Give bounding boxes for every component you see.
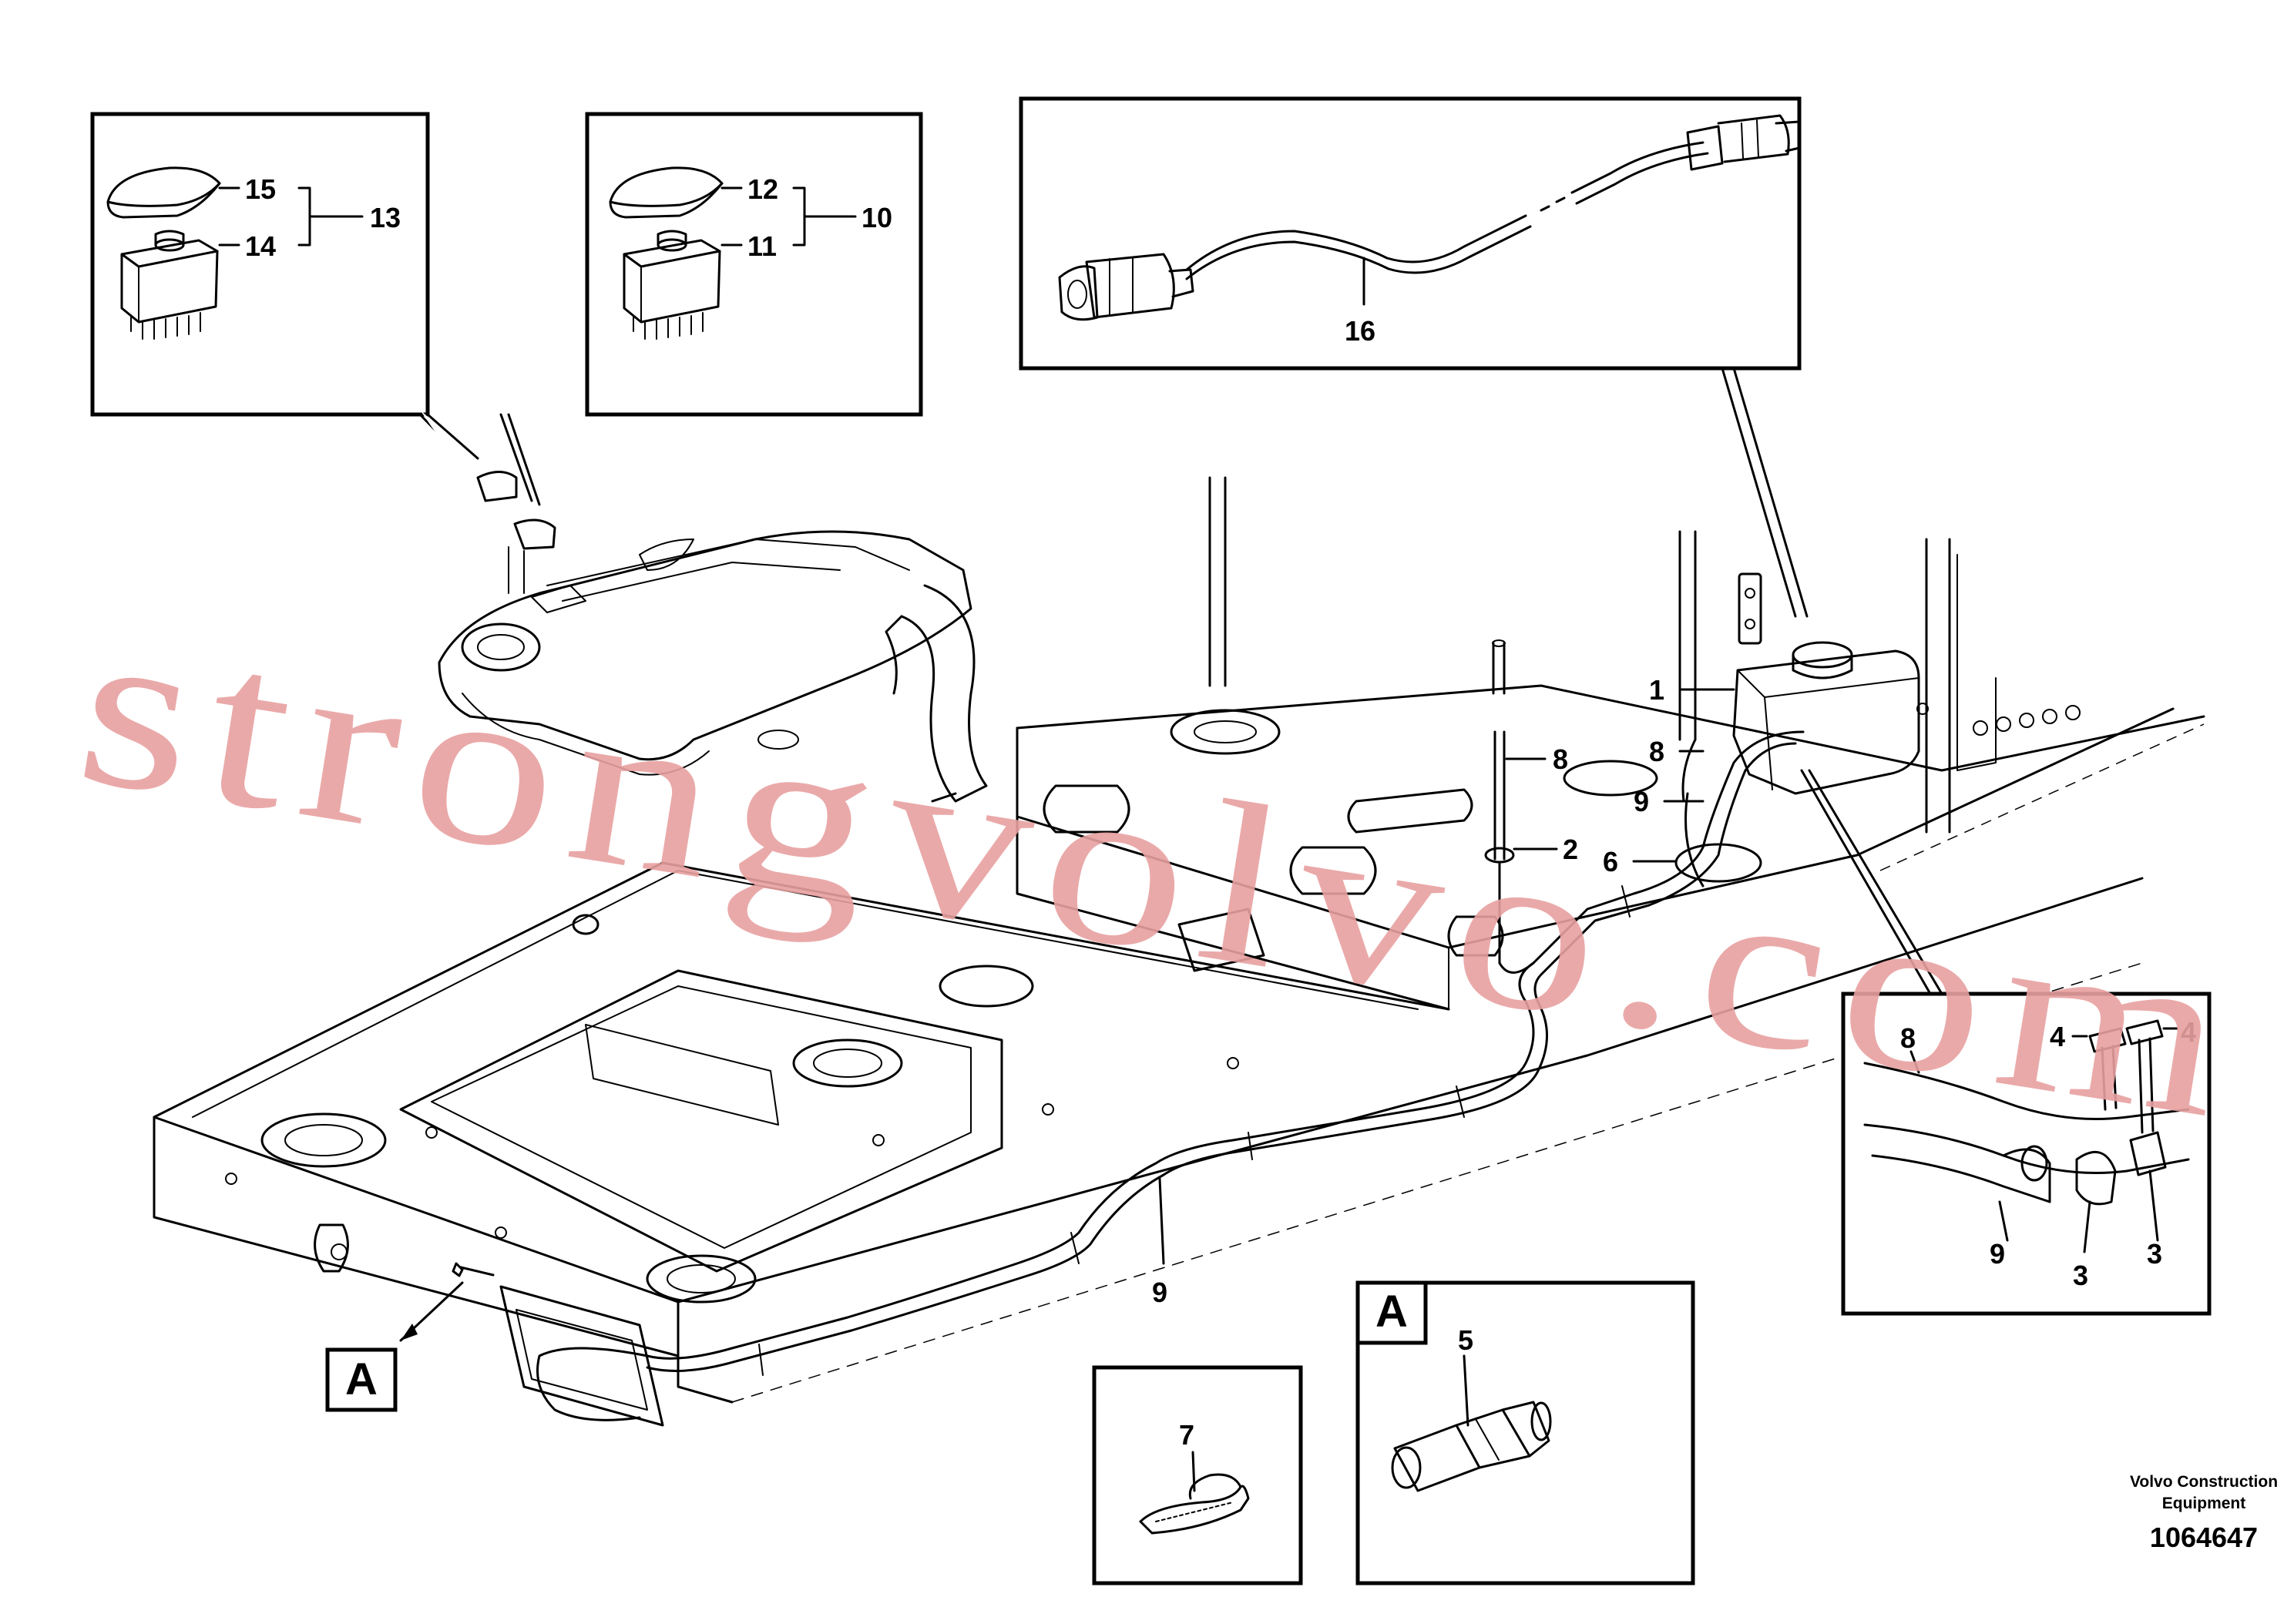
operator-console <box>438 530 988 803</box>
detail-cable-tie-7: 7 <box>1092 1365 1303 1585</box>
washer-reservoir <box>1732 641 1929 795</box>
callout-8-detail: 8 <box>1900 1022 1916 1054</box>
maker-line-1: Volvo Construction <box>2130 1473 2278 1491</box>
callout-4-left: 4 <box>2050 1021 2065 1052</box>
callout-9-detail: 9 <box>1990 1238 2005 1270</box>
detail-harness-16: 16 <box>1019 96 1809 618</box>
callout-4-right: 4 <box>2181 1016 2196 1048</box>
watermark-text: strongvolvo.com <box>64 575 2258 1169</box>
washer-hose-routing <box>536 730 1805 1421</box>
callout-6: 6 <box>1603 846 1618 877</box>
callout-3-left: 3 <box>2073 1260 2088 1291</box>
callout-2: 2 <box>1563 834 1578 865</box>
detail-view-a: A 5 <box>1355 1280 1695 1585</box>
hose-end-a <box>452 1262 495 1277</box>
view-label-a-main: A <box>345 1354 378 1404</box>
maker-line-2: Equipment <box>2162 1495 2246 1512</box>
callout-16: 16 <box>1345 315 1375 347</box>
callout-8-hose: 8 <box>1649 736 1664 767</box>
callout-3-right: 3 <box>2147 1238 2162 1270</box>
callout-7: 7 <box>1179 1419 1194 1451</box>
detail-switch-10: 12 11 10 <box>585 112 923 417</box>
main-callouts: 1 8 2 8 9 6 9 <box>1152 674 1735 1308</box>
washer-nozzle-rod <box>1484 639 1515 965</box>
console-switches <box>476 471 556 594</box>
callout-9-main: 9 <box>1152 1277 1167 1308</box>
callout-10: 10 <box>862 202 892 233</box>
view-label-a-detail: A <box>1375 1287 1408 1337</box>
detail-clamp-box: 8 4 4 9 3 3 <box>1800 769 2212 1316</box>
callout-15: 15 <box>245 173 276 205</box>
callout-9-hose: 9 <box>1634 786 1649 817</box>
view-marker-a: A <box>325 1281 464 1412</box>
callout-5: 5 <box>1458 1324 1473 1356</box>
callout-11: 11 <box>747 230 777 262</box>
callout-14: 14 <box>245 230 276 262</box>
drawing-number: 1064647 <box>2150 1522 2258 1553</box>
callout-8-rod: 8 <box>1553 743 1568 775</box>
callout-13: 13 <box>370 202 401 233</box>
callout-12: 12 <box>747 173 778 205</box>
title-block: Volvo Construction Equipment 1064647 <box>2130 1473 2278 1553</box>
detail-switch-13: 15 14 13 <box>90 112 541 506</box>
callout-1: 1 <box>1649 674 1664 706</box>
